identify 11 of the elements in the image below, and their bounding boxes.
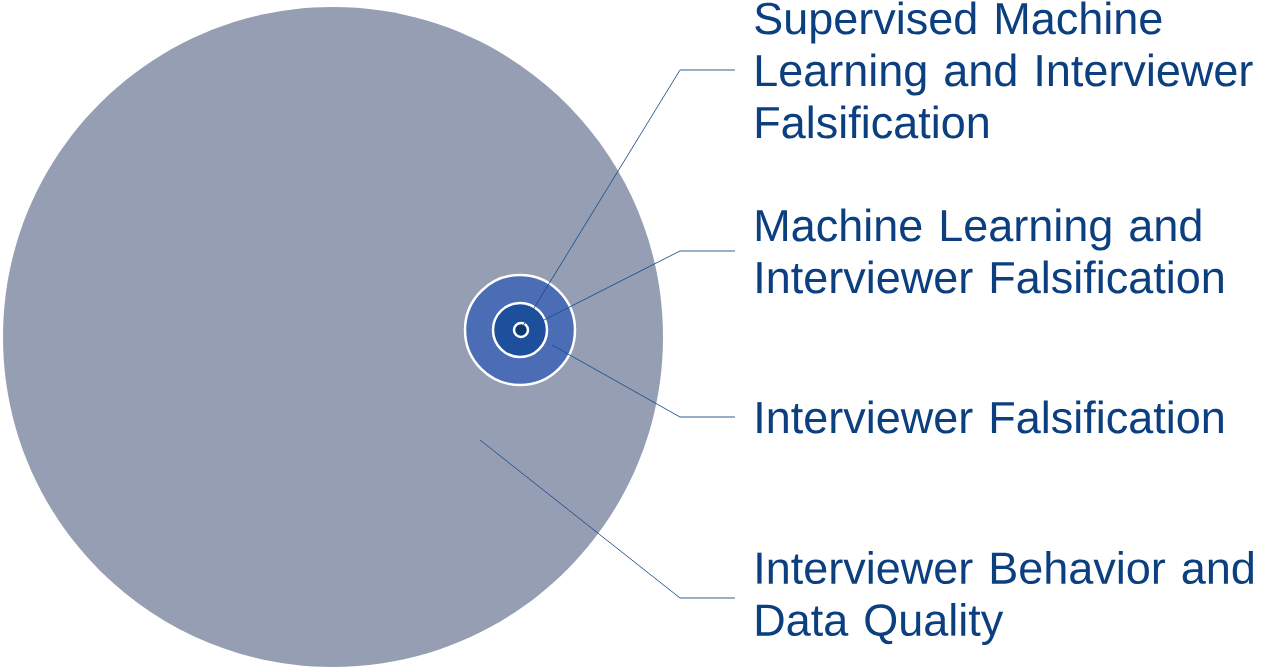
leader-line [522,69,736,327]
leader-line [551,344,736,418]
circle [3,7,663,667]
label-text: Interviewer Behavior and Data Quality [756,551,1253,645]
label-text: Interviewer Falsification [757,400,1223,434]
label-text: Supervised Machine Learning and Interviewer Falsification [755,1,1253,139]
circle [491,301,549,359]
circle [512,321,530,339]
leader-line [479,439,736,599]
leader-line [539,250,736,323]
label-text: Machine Learning and Interviewer Falsification [756,208,1223,294]
